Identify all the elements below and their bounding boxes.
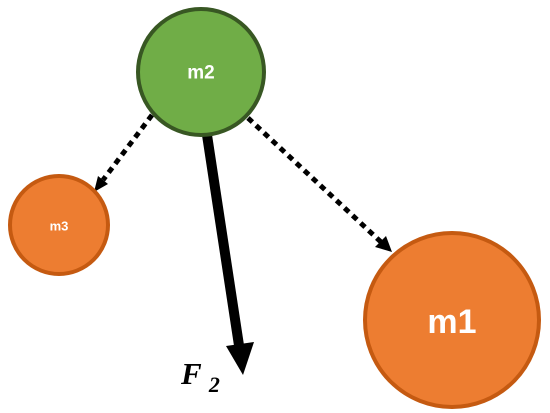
mass-m2: m2 [136,7,266,137]
mass-m1: m1 [363,231,541,409]
mass-m3: m3 [8,174,110,276]
force-label-f2: F 2 [180,356,220,397]
dotted-arrow-m2-to-m3 [101,113,154,182]
mass-m3-label: m3 [50,219,69,234]
dotted-arrow-m2-to-m3-head [94,176,108,192]
force-symbol: F [180,356,202,391]
force-arrow-f2-head [226,342,254,375]
mass-m1-label: m1 [427,303,476,341]
mass-m3-circle [8,174,110,276]
mass-m2-circle [136,7,266,137]
mass-m1-circle [363,231,541,409]
force-arrow-f2 [202,134,245,353]
dotted-arrow-m2-to-m1 [246,116,383,244]
mass-m2-label: m2 [187,63,214,84]
force-subscript: 2 [208,372,220,397]
dotted-arrow-m2-to-m1-head [375,236,392,252]
